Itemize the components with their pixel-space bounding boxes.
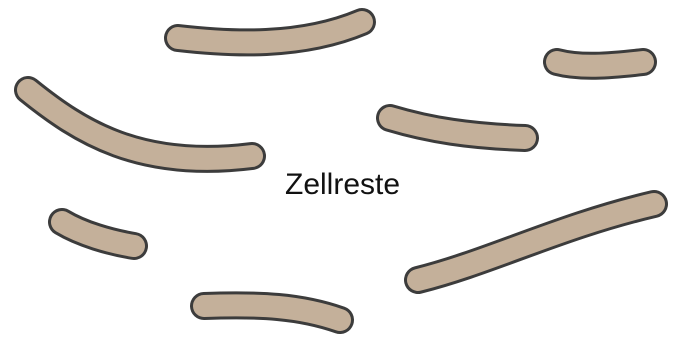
cell-debris-fragment-4 bbox=[390, 118, 525, 138]
cell-debris-fragment-2 bbox=[557, 62, 643, 66]
cell-debris-fragment-7 bbox=[204, 305, 340, 320]
cell-debris-fragment-5 bbox=[62, 222, 134, 246]
cell-debris-fragment-3 bbox=[28, 90, 252, 159]
cell-debris-fragment-1 bbox=[178, 22, 362, 42]
cell-debris-fragment-6 bbox=[418, 204, 654, 280]
diagram-label: Zellreste bbox=[285, 168, 400, 202]
